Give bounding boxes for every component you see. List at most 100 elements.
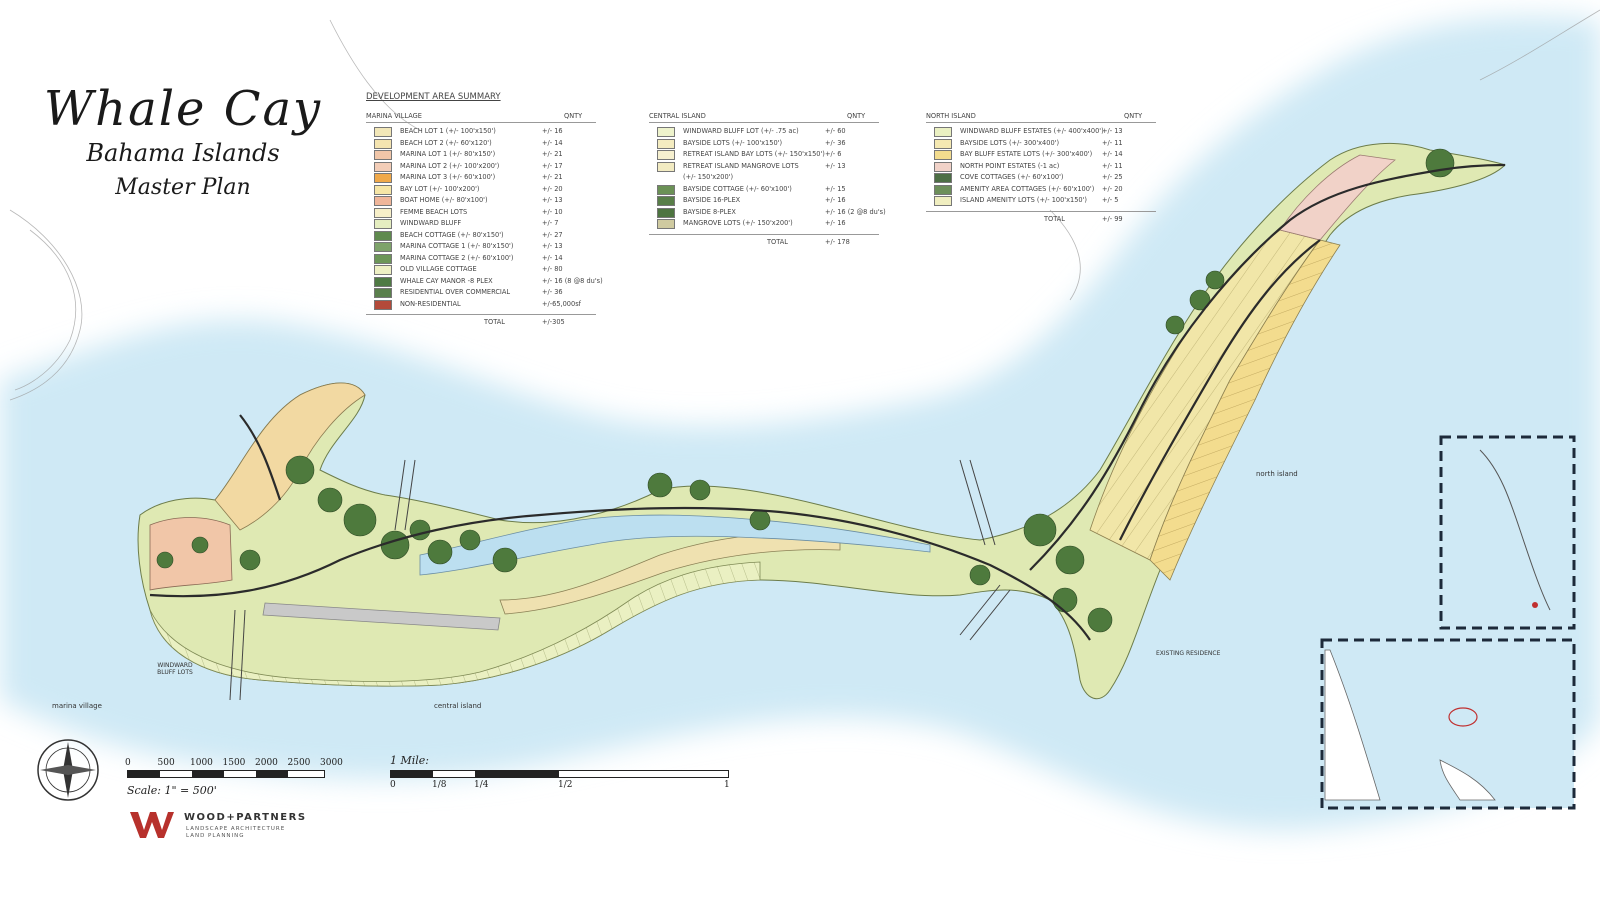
legend-total: TOTAL+/- 99 <box>926 210 1156 224</box>
legend-item-label: MARINA LOT 2 (+/- 100'x200') <box>400 161 500 170</box>
legend-column-name: MARINA VILLAGE <box>366 112 422 120</box>
label-existing-residence: EXISTING RESIDENCE <box>1156 650 1221 657</box>
scale-bar <box>127 770 325 778</box>
legend-total: TOTAL+/-305 <box>366 314 596 327</box>
legend-swatch <box>374 184 392 195</box>
legend-item: ISLAND AMENITY LOTS (+/- 100'x150')+/- 5 <box>926 195 1156 207</box>
legend-item-qty: +/- 16 <box>825 196 846 204</box>
legend-column-central-island: CENTRAL ISLAND QNTY WINDWARD BLUFF LOT (+/… <box>649 112 886 247</box>
legend-column-header: NORTH ISLAND QNTY <box>926 112 1156 123</box>
scale-note: Scale: 1" = 500' <box>127 784 217 797</box>
legend-item: MANGROVE LOTS (+/- 150'x200') +/- 16 <box>649 218 879 230</box>
scale-tick-label: 2000 <box>255 758 278 768</box>
legend-item: RETREAT ISLAND MANGROVE LOTS+/- 13 <box>649 161 879 173</box>
roads <box>149 163 1506 641</box>
legend-item-label: BAY LOT (+/- 100'x200') <box>400 184 480 193</box>
legend-item-label: WINDWARD BLUFF LOT (+/- .75 ac) <box>683 127 799 135</box>
mile-tick-label: 0 <box>390 780 396 790</box>
legend-item-label: BAYSIDE COTTAGE (+/- 60'x100') <box>683 184 792 193</box>
mile-tick-label: 1 <box>724 780 730 790</box>
legend-item-label: WINDWARD BLUFF ESTATES (+/- 400'x400') <box>960 127 1104 135</box>
legend-total-label: TOTAL <box>1044 214 1065 223</box>
legend-item: MARINA LOT 3 (+/- 60'x100')+/- 21 <box>366 172 596 184</box>
legend-item-qty: +/- 21 <box>542 150 563 158</box>
legend-swatch <box>374 219 392 229</box>
scale-tick-label: 1500 <box>222 758 246 768</box>
legend-qty-header: QNTY <box>847 112 866 120</box>
legend-swatch <box>657 207 675 218</box>
legend-column-name: CENTRAL ISLAND <box>649 112 706 120</box>
legend-item-qty: +/- 80 <box>542 265 563 273</box>
legend-swatch <box>657 184 675 195</box>
legend-swatch <box>657 161 675 172</box>
legend-swatch <box>374 150 392 160</box>
legend-item-label: COVE COTTAGES (+/- 60'x100') <box>960 173 1064 181</box>
legend-item: MARINA COTTAGE 1 (+/- 80'x150')+/- 13 <box>366 241 596 253</box>
mile-tick-label: 1/2 <box>558 780 573 790</box>
legend-qty-header: QNTY <box>1124 112 1143 120</box>
legend-item: AMENITY AREA COTTAGES (+/- 60'x100')+/- … <box>926 184 1156 196</box>
legend-item-qty: +/- 7 <box>542 219 559 227</box>
legend-item-label: MANGROVE LOTS (+/- 150'x200') <box>683 219 793 227</box>
legend-item-label: RESIDENTIAL OVER COMMERCIAL <box>400 288 511 296</box>
legend-item-label: ISLAND AMENITY LOTS (+/- 100'x150') <box>960 196 1087 204</box>
legend-item-qty: +/- 36 <box>825 138 846 147</box>
legend-swatch <box>934 150 952 160</box>
legend-column-header: CENTRAL ISLAND QNTY <box>649 112 879 123</box>
legend-item-qty: +/- 25 <box>1102 173 1123 181</box>
legend-item-label: MARINA COTTAGE 2 (+/- 60'x100') <box>400 253 514 262</box>
legend-item-qty: +/- 14 <box>542 253 563 262</box>
legend-item: WINDWARD BLUFF LOT (+/- .75 ac) +/- 60 <box>649 126 879 138</box>
legend-item-qty: +/- 15 <box>825 184 846 193</box>
legend-column-name: NORTH ISLAND <box>926 112 976 120</box>
legend-item-label: BAYSIDE LOTS (+/- 100'x150') <box>683 138 783 147</box>
legend-swatch <box>934 184 952 195</box>
title-line-1: Whale Cay <box>43 81 323 137</box>
legend-item: MARINA LOT 1 (+/- 80'x150')+/- 21 <box>366 149 596 161</box>
legend-swatch <box>374 173 392 183</box>
label-windward-bluff-lots: WINDWARD BLUFF LOTS <box>157 662 193 676</box>
title-line-2: Bahama Islands <box>86 139 280 167</box>
legend-item-qty: +/- 13 <box>542 196 563 204</box>
logo-line-1: LANDSCAPE ARCHITECTURE <box>186 826 286 832</box>
legend-item: BAYSIDE LOTS (+/- 100'x150') +/- 36 <box>649 138 879 150</box>
mile-label: 1 Mile: <box>390 754 430 767</box>
legend-total-value: +/-305 <box>542 318 565 326</box>
legend-item-label: RETREAT ISLAND MANGROVE LOTS <box>683 161 799 170</box>
legend-item: MARINA COTTAGE 2 (+/- 60'x100') +/- 14 <box>366 253 596 265</box>
mile-tick-label: 1/8 <box>432 780 447 790</box>
legend-swatch <box>934 127 952 137</box>
legend-item-qty: +/- 16 (2 @8 du's) <box>825 207 886 216</box>
legend-swatch <box>934 196 952 206</box>
legend-swatch <box>374 253 392 264</box>
legend-total-value: +/- 178 <box>825 237 850 246</box>
legend-item: NON-RESIDENTIAL+/-65,000sf <box>366 299 596 311</box>
legend-item-qty: +/- 27 <box>542 230 563 239</box>
legend-item: BAYSIDE 16-PLEX+/- 16 <box>649 195 879 207</box>
legend-item-label: OLD VILLAGE COTTAGE <box>400 265 477 273</box>
legend-item-qty: +/- 16 (8 @8 du's) <box>542 276 603 285</box>
legend-swatch <box>374 242 392 252</box>
legend-item-qty: +/-65,000sf <box>542 299 581 308</box>
legend-item-label: FEMME BEACH LOTS <box>400 207 468 216</box>
legend-item-label: BEACH LOT 2 (+/- 60'x120') <box>400 138 492 147</box>
legend-total-label: TOTAL <box>767 237 788 246</box>
legend-item-qty: +/- 36 <box>542 288 563 296</box>
legend-item-qty: +/- 60 <box>825 127 846 135</box>
legend-swatch <box>657 127 675 137</box>
legend-item: BAY BLUFF ESTATE LOTS (+/- 300'x400')+/-… <box>926 149 1156 161</box>
legend-item: RESIDENTIAL OVER COMMERCIAL +/- 36 <box>366 287 596 299</box>
mile-bar <box>390 770 729 778</box>
legend-item-label: BEACH COTTAGE (+/- 80'x150') <box>400 230 504 239</box>
legend-item: (+/- 150'x200') <box>649 172 879 184</box>
legend-item-qty: +/- 11 <box>1102 161 1123 170</box>
legend-item: WHALE CAY MANOR -8 PLEX+/- 16 (8 @8 du's… <box>366 276 603 288</box>
docks <box>229 459 1011 701</box>
scale-tick-label: 3000 <box>320 758 343 768</box>
legend-item-qty: +/- 16 <box>825 219 846 227</box>
